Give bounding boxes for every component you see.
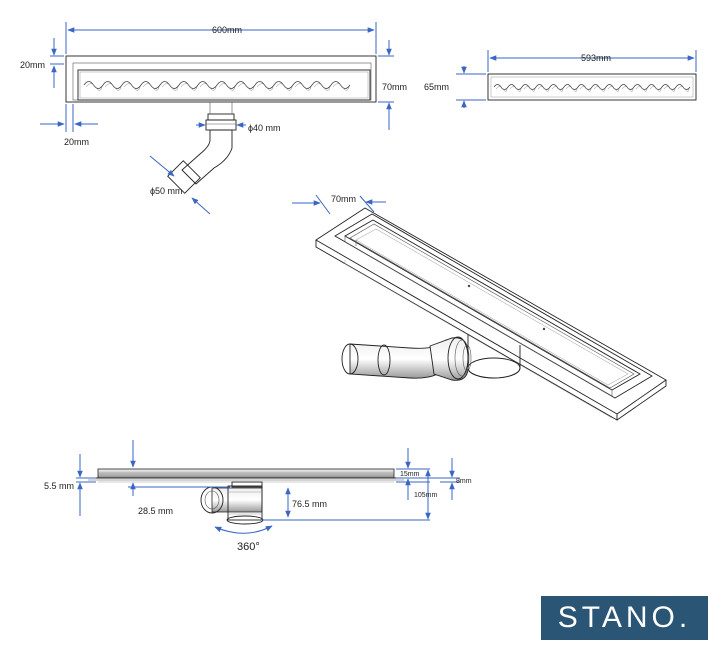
wave-mark-shadow <box>85 83 103 91</box>
grate-view: 593mm 65mm <box>424 50 697 108</box>
wave-mark-shadow <box>621 86 634 92</box>
iso-base-plate <box>315 207 667 415</box>
wave-mark-shadow <box>142 83 160 91</box>
dim-total-height-label: 105mm <box>414 492 438 499</box>
wave-mark-shadow <box>537 86 550 92</box>
dim-grate-thickness-label: 8mm <box>456 478 472 485</box>
dim-outlet-height-label: 76.5 mm <box>292 499 327 509</box>
wave-mark-shadow <box>495 86 508 92</box>
wave-mark-shadow <box>635 86 648 92</box>
side-view: 360° 5.5 mm 28.5 mm 76.5 mm 15mm 8mm 105… <box>44 440 472 553</box>
wave-mark-shadow <box>294 83 312 91</box>
top-view: 600mm 20mm 70mm 20mm ϕ40 mm ϕ50 mm <box>20 22 407 215</box>
wave-mark-shadow <box>161 83 179 91</box>
dim-grate-length-label: 593mm <box>581 53 611 63</box>
dim-flange-label: 5.5 mm <box>44 481 74 491</box>
wave-mark-shadow <box>663 86 676 92</box>
wave-pattern-top <box>83 81 351 91</box>
dim-grate-width-label: 65mm <box>424 82 449 92</box>
wave-mark-shadow <box>677 86 690 92</box>
wave-mark-shadow <box>180 83 198 91</box>
dim-outlet-diameter-label: ϕ40 mm <box>248 123 281 133</box>
drain-body-top <box>65 55 377 103</box>
iso-outlet <box>341 334 521 381</box>
dim-iso-width-label: 70mm <box>331 194 356 204</box>
isometric-view: 70mm <box>292 194 667 421</box>
wave-mark-shadow <box>218 83 236 91</box>
wave-mark-shadow <box>593 86 606 92</box>
wave-mark-shadow <box>523 86 536 92</box>
wave-pattern-grate <box>493 84 691 92</box>
dim-width-label: 70mm <box>382 82 407 92</box>
dim-grate-depth-label: 15mm <box>400 471 420 478</box>
wave-mark-shadow <box>199 83 217 91</box>
wave-mark-shadow <box>237 83 255 91</box>
dim-pipe-diameter-label: ϕ50 mm <box>150 186 183 196</box>
wave-mark-shadow <box>607 86 620 92</box>
wave-mark-shadow <box>275 83 293 91</box>
dim-edge-top-label: 20mm <box>20 60 45 70</box>
wave-mark-shadow <box>313 83 331 91</box>
side-drain-body <box>97 468 395 479</box>
wave-mark-shadow <box>256 83 274 91</box>
wave-mark-shadow <box>104 83 122 91</box>
grate-top <box>77 69 371 101</box>
stano-logo: STANO. <box>541 596 708 640</box>
wave-mark-shadow <box>509 86 522 92</box>
wave-mark-shadow <box>649 86 662 92</box>
wave-mark-shadow <box>565 86 578 92</box>
dim-length-label: 600mm <box>212 25 242 35</box>
wave-mark-shadow <box>332 83 350 91</box>
dim-rotation-label: 360° <box>237 541 260 553</box>
outlet-top <box>167 102 237 194</box>
wave-mark-shadow <box>579 86 592 92</box>
dim-edge-left-label: 20mm <box>64 137 89 147</box>
dim-outlet-offset-label: 28.5 mm <box>138 506 173 516</box>
wave-mark-shadow <box>123 83 141 91</box>
grate-frame <box>487 73 697 101</box>
wave-mark-shadow <box>551 86 564 92</box>
side-outlet <box>200 481 264 525</box>
